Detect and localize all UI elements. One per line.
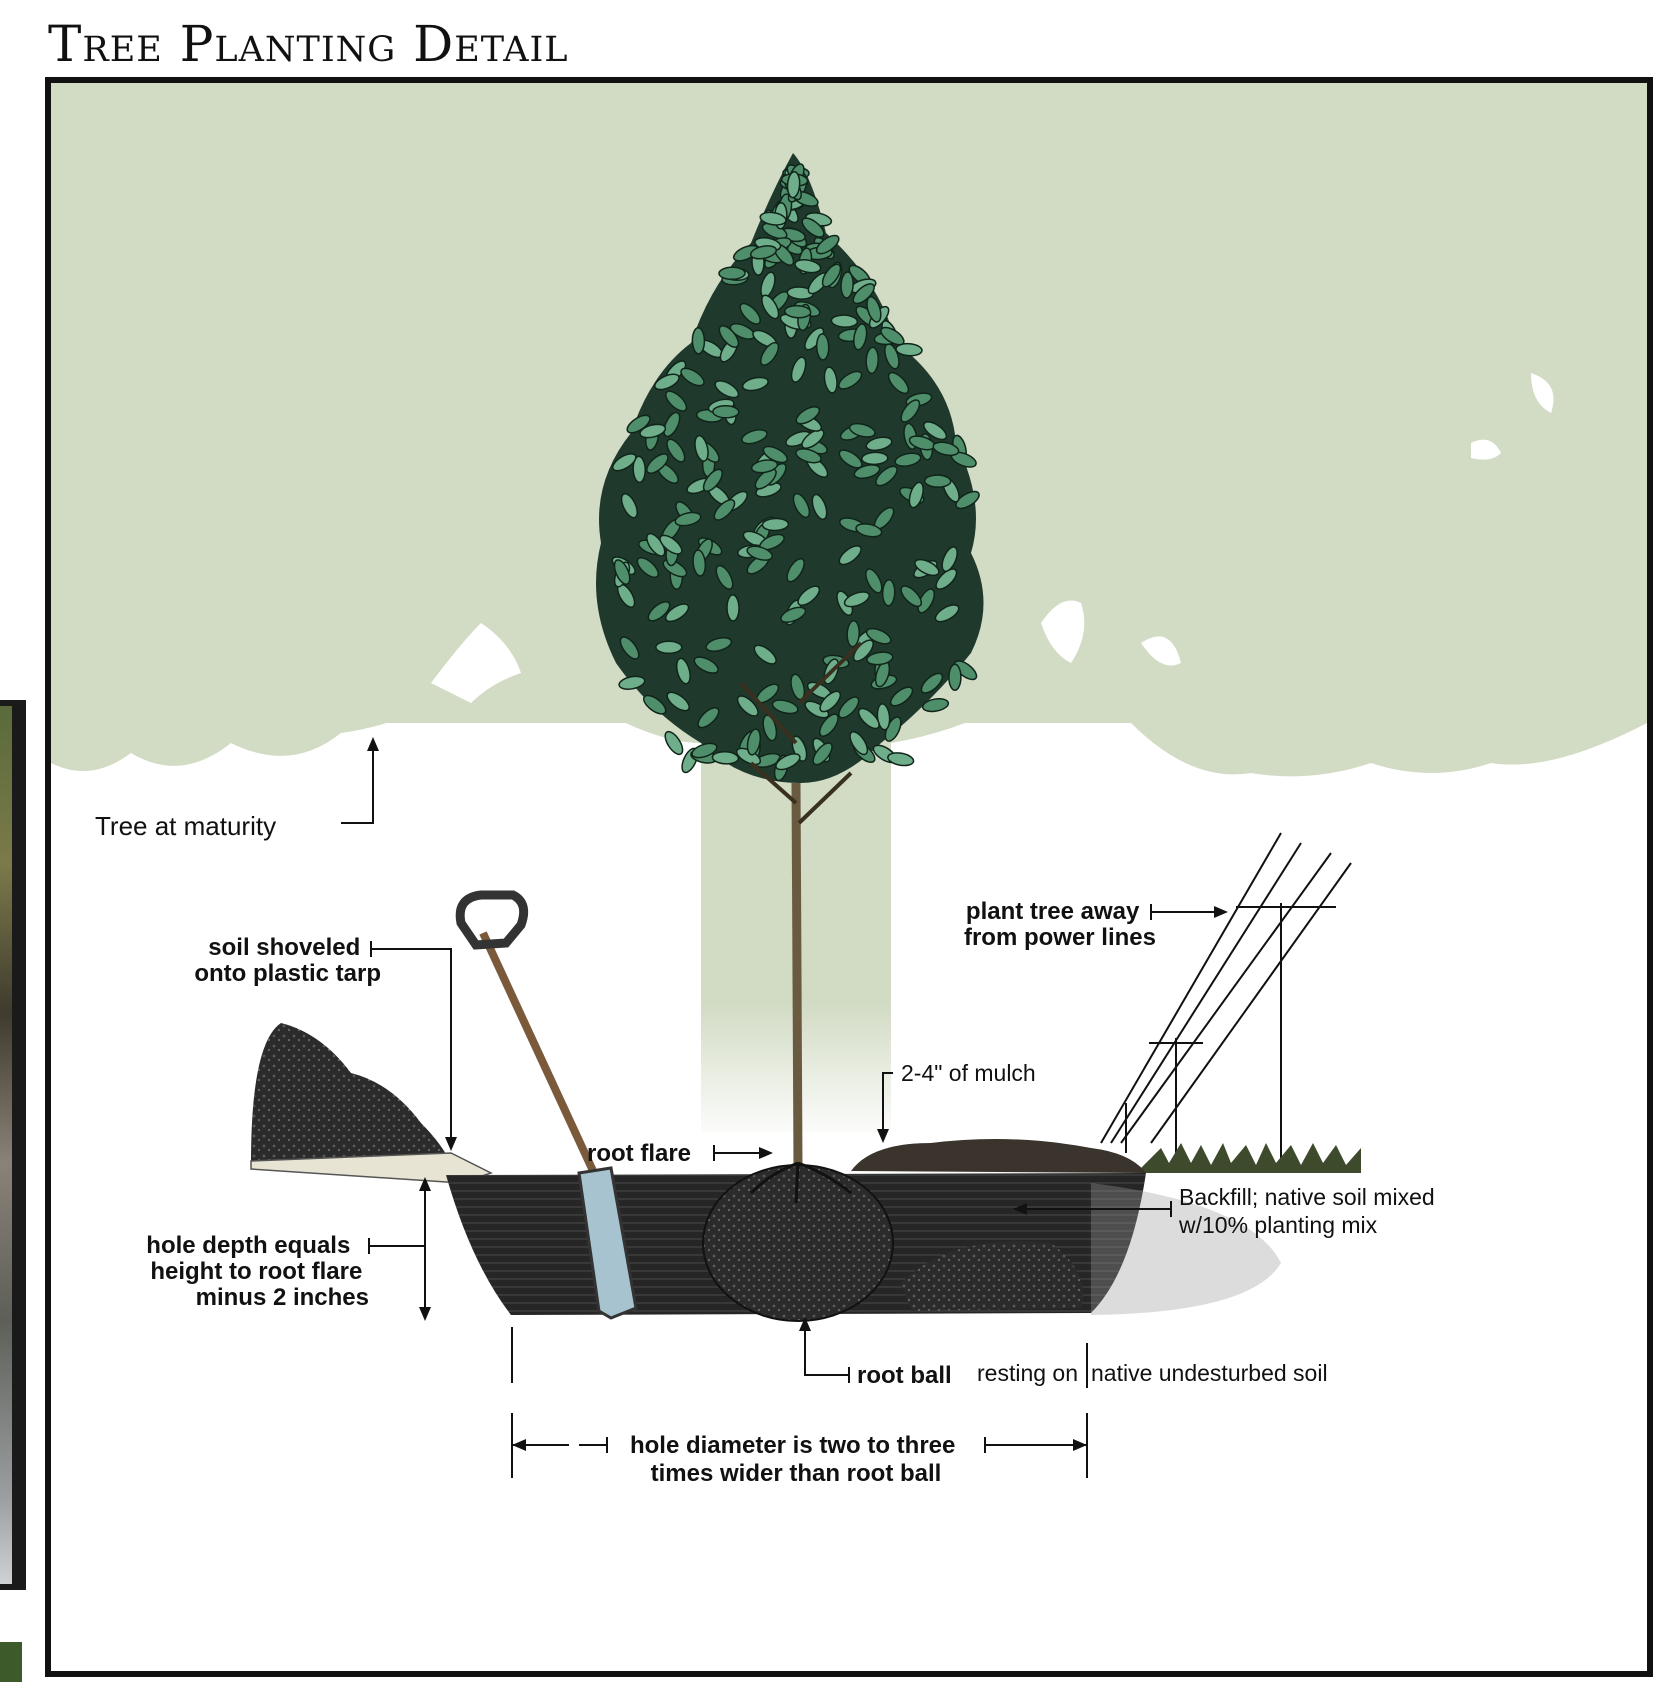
label-native-soil: native undesturbed soil — [1091, 1360, 1328, 1386]
grass — [1141, 1143, 1361, 1173]
leaf — [882, 579, 895, 605]
cropped-photo-edge — [0, 700, 26, 1590]
label-tree-at-maturity: Tree at maturity — [95, 811, 276, 841]
root-ball — [703, 1163, 893, 1321]
mulch-mound — [851, 1139, 1146, 1173]
label-mulch: 2-4" of mulch — [901, 1060, 1036, 1086]
page-title: Tree Planting Detail — [48, 14, 569, 74]
leaf — [719, 267, 745, 279]
label-root-ball: root ball — [857, 1362, 952, 1389]
label-resting-on: resting on — [977, 1360, 1078, 1386]
diagram-frame: Tree at maturity soil shoveled onto plas… — [45, 77, 1653, 1677]
leaf — [692, 328, 704, 354]
label-power-lines: plant tree away from power lines — [964, 898, 1156, 951]
label-soil-shoveled: soil shoveled onto plastic tarp — [194, 934, 381, 987]
leaf — [713, 406, 739, 418]
leaf — [887, 751, 915, 767]
label-hole-depth: hole depth equals height to root flare m… — [146, 1232, 369, 1311]
leaf — [949, 664, 961, 690]
label-root-flare: root flare — [587, 1140, 691, 1167]
planting-diagram: Tree at maturity soil shoveled onto plas… — [51, 83, 1647, 1671]
leaf — [762, 518, 788, 531]
label-backfill: Backfill; native soil mixed w/10% planti… — [1178, 1184, 1441, 1238]
cropped-photo-edge-bottom — [0, 1642, 22, 1682]
leaf — [862, 452, 888, 465]
label-hole-diameter: hole diameter is two to three times wide… — [630, 1432, 962, 1487]
leaf — [656, 641, 682, 653]
leaf — [727, 595, 739, 621]
leaf — [925, 475, 951, 487]
leaf — [816, 334, 829, 360]
cropped-photo-content — [0, 706, 12, 1584]
